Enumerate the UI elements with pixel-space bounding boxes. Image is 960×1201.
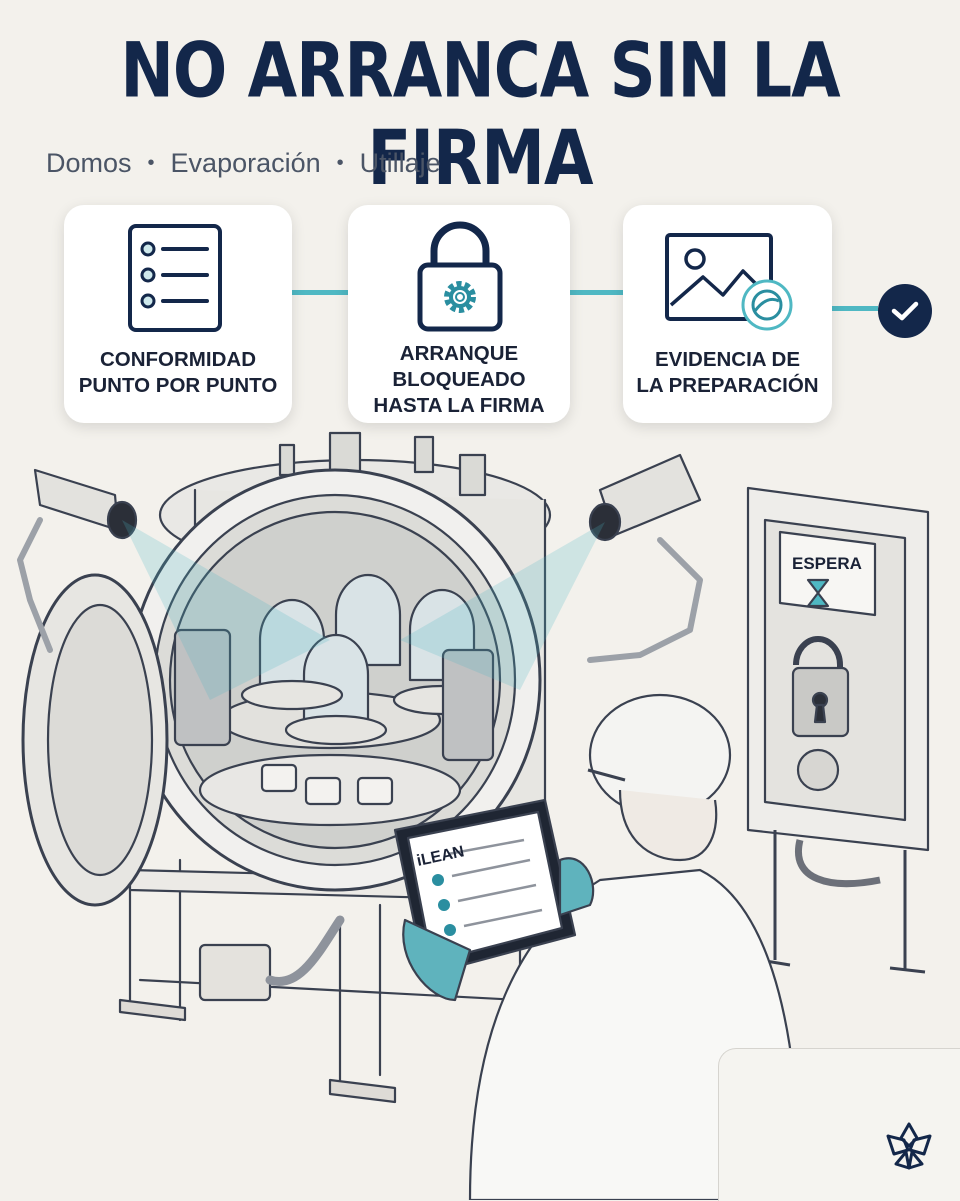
- cabinet-status-label: ESPERA: [792, 554, 862, 573]
- step-connector: [292, 290, 348, 295]
- step-card-evidencia: EVIDENCIA DE LA PREPARACIÓN: [623, 205, 832, 423]
- step-card-conformidad: CONFORMIDAD PUNTO POR PUNTO: [64, 205, 292, 423]
- step-label: ARRANQUE BLOQUEADO HASTA LA FIRMA: [373, 342, 545, 417]
- subtitle: Domos • Evaporación • Utillaje: [46, 148, 441, 179]
- subtitle-separator: •: [336, 152, 344, 174]
- step-connector: [570, 290, 623, 295]
- step-card-arranque: ARRANQUE BLOQUEADO HASTA LA FIRMA: [348, 205, 570, 423]
- page-title: NO ARRANCA SIN LA FIRMA: [120, 28, 840, 203]
- subtitle-separator: •: [147, 152, 155, 174]
- vacuum-chamber-illustration: ESPERA iLEAN: [17, 431, 930, 1200]
- flower-logo-icon: [886, 1122, 932, 1170]
- lock-gear-icon: [417, 221, 503, 332]
- subtitle-item-utillaje: Utillaje: [359, 148, 441, 178]
- checklist-icon: [128, 224, 222, 332]
- step-label: CONFORMIDAD PUNTO POR PUNTO: [78, 348, 278, 397]
- corner-panel: [718, 1048, 960, 1201]
- subtitle-item-domos: Domos: [46, 148, 132, 178]
- image-seal-icon: [665, 233, 793, 331]
- step-label: EVIDENCIA DE LA PREPARACIÓN: [636, 348, 819, 397]
- check-icon: [878, 284, 932, 338]
- step-connector: [832, 306, 878, 311]
- subtitle-item-evaporacion: Evaporación: [170, 148, 321, 178]
